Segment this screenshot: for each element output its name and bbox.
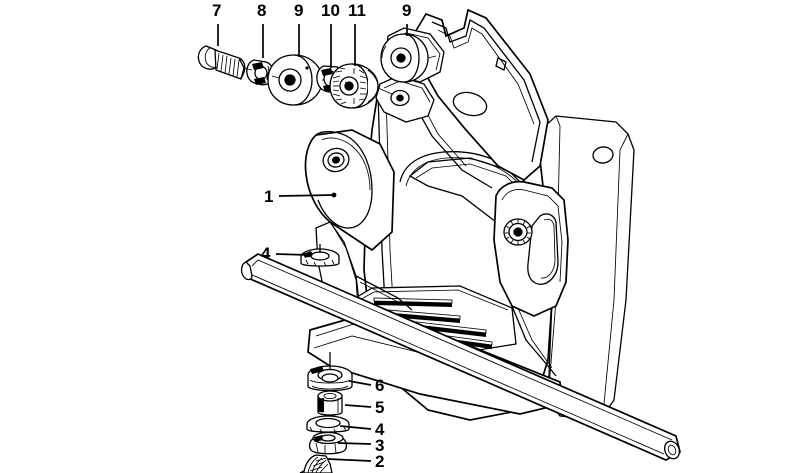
return-spring bbox=[299, 454, 333, 473]
callout-number-6: 6 bbox=[375, 376, 385, 395]
assembly-axis-lines bbox=[243, 55, 437, 95]
callout-number-8: 8 bbox=[257, 1, 267, 20]
pivot-tube bbox=[240, 253, 681, 461]
mounting-ear-lower bbox=[375, 75, 435, 123]
callout-leaders bbox=[217, 24, 408, 462]
callout-number-4-upper: 4 bbox=[261, 244, 271, 263]
lock-washer-upper bbox=[300, 244, 340, 267]
leader-3 bbox=[337, 442, 372, 445]
lock-washer-lower bbox=[306, 415, 350, 434]
spacer-bush bbox=[317, 390, 343, 416]
rubber-bushing bbox=[329, 63, 379, 109]
leader-5 bbox=[344, 404, 372, 408]
callout-number-10: 10 bbox=[321, 1, 340, 20]
hex-head-bolt bbox=[197, 45, 246, 80]
callout-number-1: 1 bbox=[264, 187, 274, 206]
small-bushing bbox=[246, 59, 275, 86]
grommet-knurl bbox=[505, 219, 531, 245]
leader-2 bbox=[327, 458, 372, 462]
rear-plate-edge-line-2 bbox=[603, 133, 629, 405]
callout-number-4-lower: 4 bbox=[375, 420, 385, 439]
large-washer-right bbox=[380, 33, 429, 83]
leader-4b bbox=[339, 425, 372, 430]
keyhole-slot-tab bbox=[493, 180, 569, 377]
rear-plate-hole bbox=[592, 146, 614, 164]
large-washer-left bbox=[266, 54, 323, 106]
bolt-thread-lines bbox=[216, 52, 240, 78]
callout-number-3: 3 bbox=[375, 436, 385, 455]
callout-number-9-right: 9 bbox=[402, 1, 412, 20]
callout-number-11: 11 bbox=[348, 1, 366, 20]
nut bbox=[308, 431, 348, 455]
leader-6 bbox=[348, 380, 372, 386]
callout-number-2: 2 bbox=[375, 452, 385, 471]
leader-4a bbox=[275, 253, 310, 256]
callout-number-9-left: 9 bbox=[294, 1, 304, 20]
bushing-hatch bbox=[332, 67, 367, 105]
spring-coils-back bbox=[309, 457, 327, 472]
leader-1 bbox=[278, 194, 335, 197]
callout-number-5: 5 bbox=[375, 398, 385, 417]
callout-number-7: 7 bbox=[212, 1, 222, 20]
